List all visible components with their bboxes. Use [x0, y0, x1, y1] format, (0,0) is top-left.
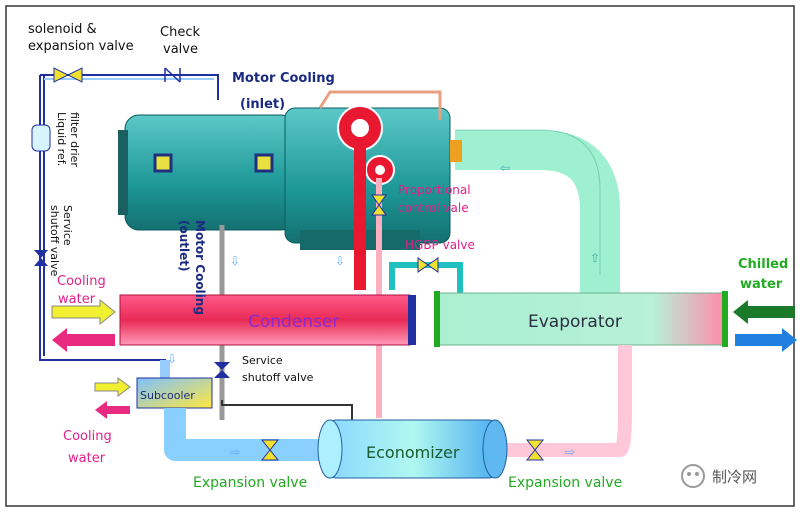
proportional-label-2: control vale: [398, 201, 469, 215]
service-valve-left-icon: [34, 250, 48, 266]
svg-text:Proportional control vale: Proportional control vale: [398, 183, 474, 215]
watermark-label: 制冷网: [712, 468, 757, 486]
svg-text:⇩: ⇩: [167, 352, 177, 366]
cooling-water-arrows-top: [51, 298, 116, 352]
evaporator: [435, 292, 727, 346]
condenser-label: Condenser: [248, 312, 339, 332]
chilled-water-label-1: Chilled: [738, 257, 788, 272]
subcooler-label: Subcooler: [140, 389, 195, 402]
subcooler-outlet-pipe: [164, 408, 330, 461]
hgbp-valve-icon: [417, 257, 439, 273]
svg-text:Motor Cooling (outlet): Motor Cooling (outlet): [177, 220, 207, 319]
chilled-water-label-2: water: [740, 277, 783, 292]
expansion-valve-left-label: Expansion valve: [193, 475, 307, 491]
cooling-water-top-label-2: water: [58, 292, 96, 307]
chilled-water-arrows: [733, 300, 797, 352]
svg-text:Service shutoff valve: Service shutoff valve: [48, 205, 74, 277]
solenoid-valve-icon: [53, 67, 83, 83]
evaporator-label: Evaporator: [528, 312, 622, 332]
solenoid-label-1: solenoid &: [28, 22, 97, 37]
motor-cooling-outlet-label-2: (outlet): [177, 220, 191, 271]
cooling-water-bottom-label-2: water: [68, 451, 106, 466]
svg-text:⇧: ⇧: [590, 251, 600, 265]
economizer: [317, 419, 508, 479]
expansion-valve-right-label: Expansion valve: [508, 475, 622, 491]
expansion-valve-left-icon: [260, 439, 280, 461]
svg-text:⇩: ⇩: [335, 254, 345, 268]
filter-drier-icon: [31, 124, 51, 152]
solenoid-label-2: expansion valve: [28, 39, 134, 54]
svg-text:Motor Cooling (inlet): Motor Cooling (inlet): [232, 71, 339, 112]
subcooler: [136, 377, 213, 409]
svg-text:Check valve: Check valve: [160, 25, 204, 57]
motor-cooling-inlet-label-1: Motor Cooling: [232, 71, 335, 86]
motor-cooling-outlet-label-1: Motor Cooling: [193, 220, 207, 315]
svg-text:Service shutoff valve: Service shutoff valve: [242, 354, 314, 384]
proportional-valve-icon: [371, 194, 387, 206]
watermark-logo: [681, 464, 705, 488]
cooling-water-top-label-1: Cooling: [57, 274, 106, 289]
check-valve-label-2: valve: [163, 42, 198, 57]
economizer-label: Economizer: [366, 443, 460, 462]
service-valve-left-label-2: shutoff valve: [48, 205, 61, 277]
expansion-valve-right-icon: [525, 439, 545, 461]
evap-feed-pipe: [495, 345, 632, 457]
svg-text:Chilled water: Chilled water: [738, 257, 793, 292]
svg-text:⇦: ⇦: [500, 161, 510, 175]
proportional-label-1: Proportional: [398, 183, 471, 197]
compressor: [118, 90, 462, 250]
svg-text:⇨: ⇨: [230, 445, 240, 459]
service-valve-left-label-1: Service: [61, 205, 74, 246]
service-valve-mid-label-1: Service: [242, 354, 283, 367]
service-valve-mid-icon: [214, 362, 230, 378]
svg-text:solenoid & expansion valve: solenoid & expansion valve: [28, 22, 134, 54]
discharge-pipe: [354, 145, 366, 290]
svg-text:⇨: ⇨: [565, 445, 575, 459]
check-valve-label-1: Check: [160, 25, 200, 40]
svg-text:Cooling water: Cooling water: [63, 429, 116, 466]
motor-cooling-inlet-label-2: (inlet): [240, 97, 285, 112]
filter-drier-label-2: filter drier: [68, 112, 81, 167]
svg-text:Cooling water: Cooling water: [57, 274, 110, 307]
cooling-water-arrows-bottom: [94, 377, 131, 419]
service-valve-mid-label-2: shutoff valve: [242, 371, 314, 384]
hgbp-label: HGBP valve: [405, 238, 475, 252]
check-valve-icon: [164, 67, 181, 83]
cooling-water-bottom-label-1: Cooling: [63, 429, 112, 444]
svg-text:Liquid ref. filter drier: Liquid ref. filter drier: [55, 112, 81, 170]
filter-drier-label-1: Liquid ref.: [55, 112, 68, 166]
svg-text:⇩: ⇩: [230, 254, 240, 268]
